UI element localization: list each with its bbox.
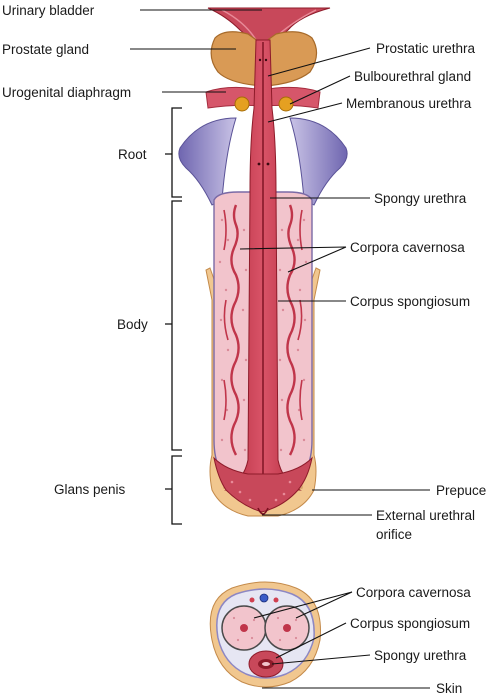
label-prostate-gland: Prostate gland — [2, 42, 89, 57]
label-glans-penis: Glans penis — [54, 482, 126, 497]
external-urethral-orifice — [257, 507, 269, 515]
leader-cs-corpora-cavernosa — [253, 591, 353, 619]
label-external-urethral-orifice-2: orifice — [376, 527, 412, 542]
deep-artery-right — [286, 204, 296, 456]
label-urinary-bladder: Urinary bladder — [2, 3, 95, 18]
bracket-body — [165, 200, 182, 451]
label-external-urethral-orifice-1: External urethral — [376, 508, 475, 523]
label-prostatic-urethra: Prostatic urethra — [376, 41, 476, 56]
longitudinal-section — [178, 7, 348, 517]
label-cs-spongy-urethra: Spongy urethra — [374, 648, 467, 663]
bulbourethral-gland-left — [234, 96, 250, 112]
label-spongy-urethra: Spongy urethra — [374, 191, 467, 206]
leader-cs-spongy-urethra — [271, 654, 371, 665]
label-cs-skin: Skin — [436, 681, 462, 696]
label-corpora-cavernosa: Corpora cavernosa — [350, 240, 465, 255]
deep-artery-left — [230, 204, 240, 456]
bracket-root — [165, 107, 182, 198]
erectile-tissue-texture — [218, 218, 308, 452]
leader-bulbourethral-gland — [289, 75, 351, 105]
root-crus-left — [178, 117, 237, 206]
leader-corpora-cavernosa — [239, 246, 347, 273]
label-prepuce: Prepuce — [436, 483, 486, 498]
cross-section — [209, 581, 321, 688]
leader-lines — [130, 9, 430, 689]
label-urogenital-diaphragm: Urogenital diaphragm — [2, 85, 131, 100]
label-cs-corpora-cavernosa: Corpora cavernosa — [356, 585, 471, 600]
label-body: Body — [117, 317, 148, 332]
label-membranous-urethra: Membranous urethra — [346, 96, 472, 111]
leader-cs-corpus-spongiosum — [275, 622, 347, 659]
cs-dorsal-vein — [259, 593, 269, 603]
labels: Urinary bladder Prostate gland Urogenita… — [2, 3, 486, 696]
region-brackets — [165, 107, 182, 525]
bulbourethral-gland-right — [278, 96, 294, 112]
glans-penis — [213, 456, 313, 513]
root-crus-right — [289, 117, 348, 206]
bracket-glans — [165, 455, 182, 525]
leader-prostatic-urethra — [267, 47, 371, 77]
label-corpus-spongiosum: Corpus spongiosum — [350, 294, 470, 309]
label-cs-corpus-spongiosum: Corpus spongiosum — [350, 616, 470, 631]
label-root: Root — [118, 147, 147, 162]
leader-membranous-urethra — [267, 102, 343, 123]
label-bulbourethral-gland: Bulbourethral gland — [354, 69, 471, 84]
